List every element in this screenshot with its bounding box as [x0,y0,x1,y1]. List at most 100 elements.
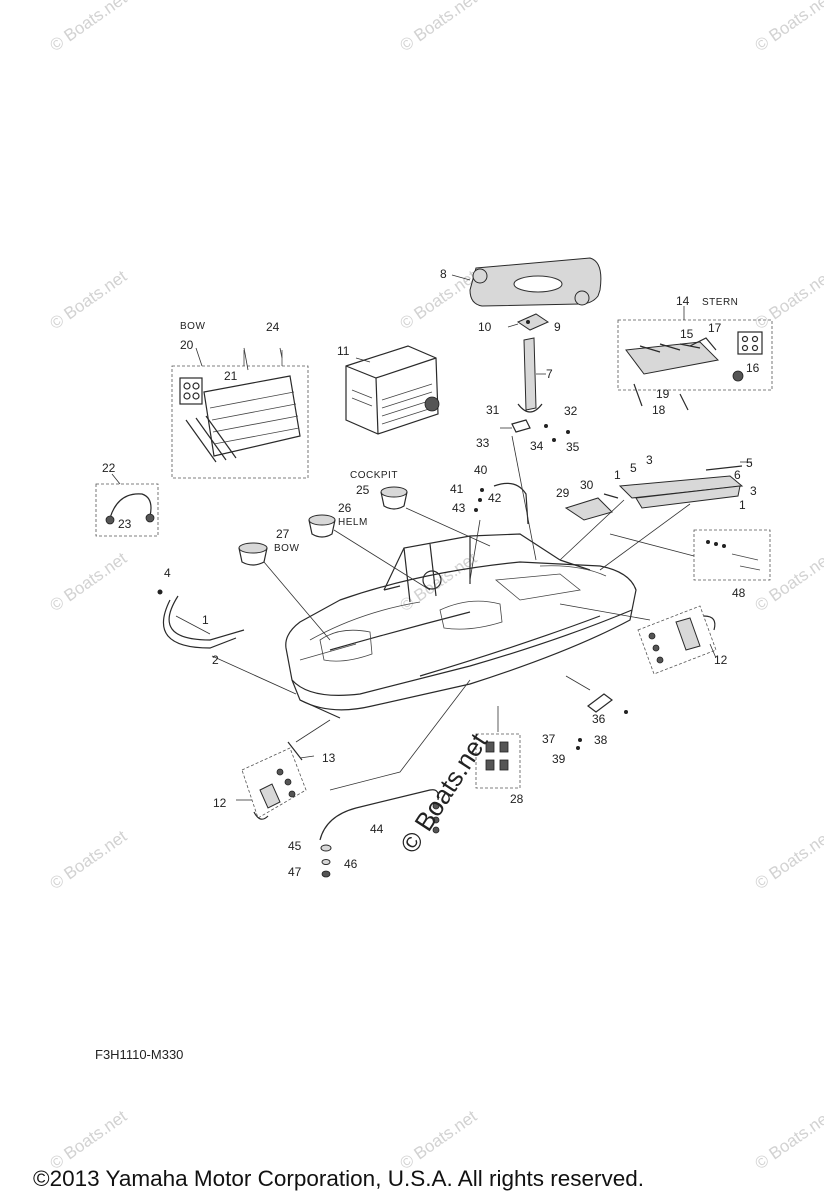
part-29-latch [564,493,619,521]
callout: 29 [556,486,570,500]
callout: 28 [510,792,524,806]
callout: 43 [452,501,466,515]
watermark: © Boats.net [751,548,824,615]
watermark: © Boats.net [46,266,130,333]
callout: 45 [288,839,302,853]
part-25-cup-holder [380,486,408,510]
callout: 18 [652,403,666,417]
part-12-plate-right [637,605,717,675]
part-36-39-hardware [576,693,628,750]
callout: 15 [680,327,694,341]
watermark: © Boats.net [396,1106,480,1173]
watermark: © Boats.net [396,266,480,333]
watermark: © Boats.net [751,1106,824,1173]
callout: 25 [356,483,370,497]
callout: 13 [322,751,336,765]
callout: 44 [370,822,384,836]
callout: 4 [164,566,171,580]
callout: 26 [338,501,352,515]
callout: 24 [266,320,280,334]
callout: 3 [646,453,653,467]
callout: 3 [750,484,757,498]
part-27-cup-holder [238,542,268,566]
callout: 33 [476,436,490,450]
tag-cockpit: COCKPIT [350,470,398,481]
part-22-hose [95,473,159,537]
part-31-35-hardware [500,419,570,442]
callout: 19 [656,387,670,401]
callout: 48 [732,586,746,600]
callout: 47 [288,865,302,879]
callout: 42 [488,491,502,505]
callout: 2 [212,653,219,667]
tag-bow: BOW [180,321,205,332]
callout: 40 [474,463,488,477]
callout: 27 [276,527,290,541]
callout: 22 [102,461,116,475]
watermark: © Boats.net [46,826,130,893]
callout: 1 [202,613,209,627]
callout: 5 [746,456,753,470]
tag-helm: HELM [338,517,368,528]
watermark: © Boats.net [751,0,824,55]
watermark: © Boats.net [396,548,480,615]
bow-ladder-group [171,347,309,479]
part-1-2-rub-rail [157,589,245,649]
part-12-13-plate-left [241,741,307,820]
callout: 11 [337,344,350,358]
callout: 32 [564,404,578,418]
callout: 35 [566,440,580,454]
part-44-tow-bar [319,789,440,841]
watermark: © Boats.net [751,826,824,893]
callout: 39 [552,752,566,766]
tag-bow: BOW [274,543,299,554]
callout: 41 [450,482,464,496]
callout: 9 [554,320,561,334]
part-3-rail [618,461,752,509]
part-8-seat-cushion [451,257,602,307]
callout: 12 [714,653,728,667]
callout: 14 [676,294,690,308]
callout: 21 [224,369,238,383]
part-48-hardware-kit [693,529,771,581]
callout: 23 [118,517,132,531]
callout: 36 [592,712,606,726]
callout: 38 [594,733,608,747]
part-11-storage-box [345,345,440,435]
callout: 30 [580,478,594,492]
boat-hull [285,533,637,719]
watermark: © Boats.net [46,1106,130,1173]
watermark: © Boats.net [46,0,130,55]
callout: 16 [746,361,760,375]
part-7-pedestal [517,337,546,413]
stern-ladder-group [617,306,773,411]
callout: 37 [542,732,556,746]
part-9-bracket [507,313,550,331]
part-28-hardware-kit [475,733,521,789]
watermark: © Boats.net [46,548,130,615]
callout: 8 [440,267,447,281]
part-26-cup-holder [308,514,336,538]
tag-stern: STERN [702,297,738,308]
part-45-47-hardware [320,844,332,878]
callout: 20 [180,338,194,352]
callout: 10 [478,320,492,334]
diagram-code: F3H1110-M330 [95,1047,184,1062]
part-40-grab-handle [474,482,529,525]
callout: 5 [630,461,637,475]
callout: 12 [213,796,227,810]
callout: 1 [614,468,621,482]
callout: 17 [708,321,722,335]
callout-numbers: 1 1 1 2 3 3 4 5 5 6 7 8 9 10 11 12 12 13… [102,267,760,879]
callout: 34 [530,439,544,453]
location-tags: BOW STERN COCKPIT HELM BOW [180,297,738,554]
leader-lines [175,435,717,801]
callout: 1 [739,498,746,512]
callout: 46 [344,857,358,871]
watermark: © Boats.net [751,266,824,333]
watermark: © Boats.net [396,0,480,55]
callout: 7 [546,367,553,381]
copyright-notice: ©2013 Yamaha Motor Corporation, U.S.A. A… [33,1166,645,1191]
callout: 6 [734,468,741,482]
